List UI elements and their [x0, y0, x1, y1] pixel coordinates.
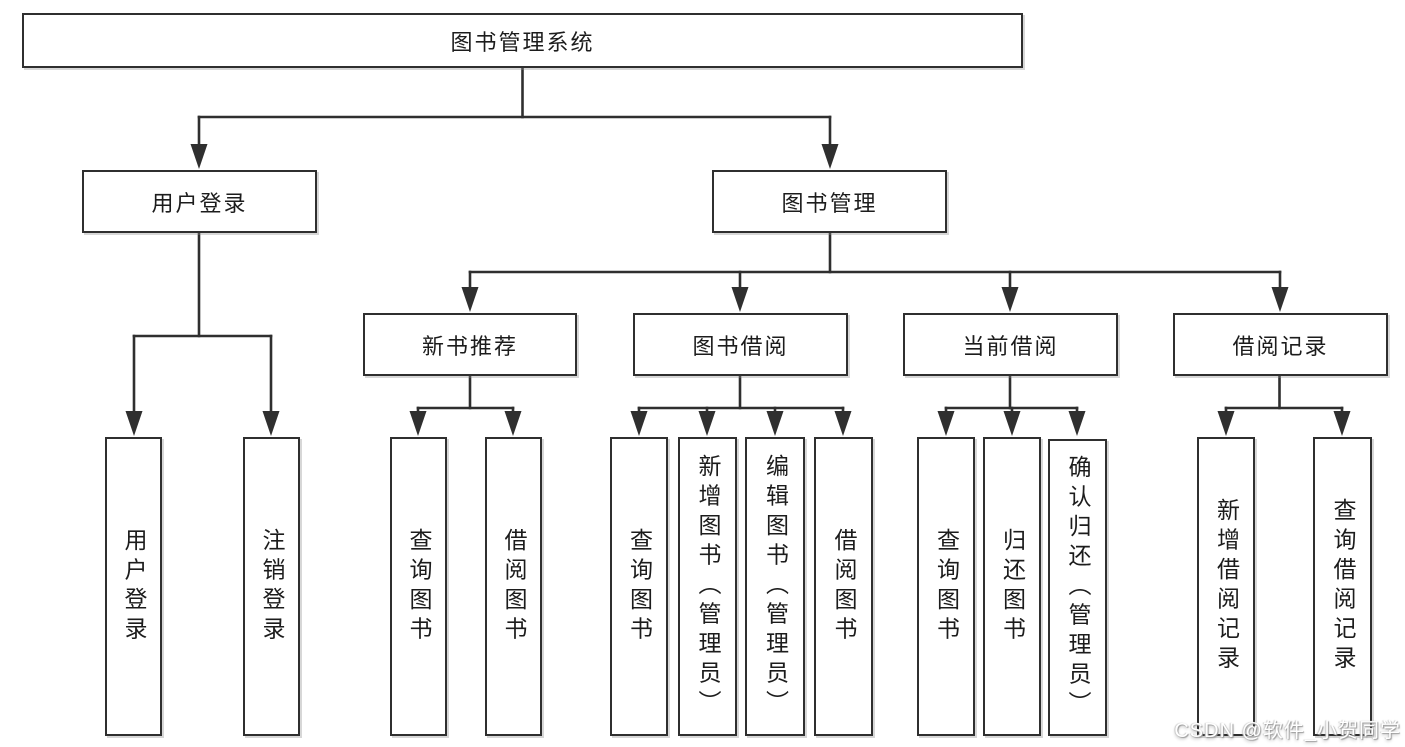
node-book-management: 图书管理	[712, 170, 947, 233]
leaf-current-query-books-label: 查询图书	[933, 527, 960, 646]
node-user-login-label: 用户登录	[151, 190, 248, 216]
leaf-user-login-label: 用户登录	[121, 527, 147, 646]
leaf-recommend-query-books-label: 查询图书	[406, 527, 432, 646]
node-borrowing-records: 借阅记录	[1173, 313, 1388, 376]
leaf-recommend-borrow-books: 借阅图书	[485, 437, 542, 736]
arrowhead-icons	[125, 144, 1351, 436]
node-current-borrowing: 当前借阅	[903, 313, 1118, 376]
leaf-add-borrow-record: 新增借阅记录	[1197, 437, 1255, 736]
node-book-borrowing-label: 图书借阅	[692, 333, 789, 359]
leaf-add-books-admin: 新增图书（管理员）	[678, 437, 737, 736]
leaf-recommend-borrow-books-label: 借阅图书	[501, 527, 527, 646]
leaf-borrowing-query-books: 查询图书	[610, 437, 668, 736]
node-current-borrowing-label: 当前借阅	[962, 333, 1059, 359]
node-user-login: 用户登录	[82, 170, 317, 233]
leaf-edit-books-admin: 编辑图书（管理员）	[745, 437, 805, 736]
leaf-borrow-books: 借阅图书	[814, 437, 873, 736]
leaf-recommend-query-books: 查询图书	[390, 437, 447, 736]
leaf-confirm-return-admin-label: 确认归还（管理员）	[1065, 454, 1091, 721]
node-library-management-system: 图书管理系统	[22, 13, 1023, 68]
csdn-watermark: CSDN @软件_小贺同学	[1174, 720, 1401, 742]
leaf-return-books-label: 归还图书	[999, 527, 1026, 646]
leaf-logout-label: 注销登录	[259, 527, 285, 646]
leaf-edit-books-admin-label: 编辑图书（管理员）	[762, 453, 789, 720]
leaf-query-borrow-record-label: 查询借阅记录	[1330, 498, 1356, 675]
leaf-user-login: 用户登录	[105, 437, 162, 736]
node-borrowing-records-label: 借阅记录	[1232, 333, 1329, 359]
leaf-logout: 注销登录	[243, 437, 300, 736]
leaf-add-borrow-record-label: 新增借阅记录	[1213, 498, 1240, 675]
node-library-management-system-label: 图书管理系统	[450, 29, 595, 55]
node-book-management-label: 图书管理	[781, 190, 878, 216]
leaf-borrowing-query-books-label: 查询图书	[626, 527, 653, 646]
node-new-book-recommend-label: 新书推荐	[421, 333, 518, 359]
leaf-confirm-return-admin: 确认归还（管理员）	[1048, 439, 1107, 736]
leaf-return-books: 归还图书	[983, 437, 1041, 736]
leaf-add-books-admin-label: 新增图书（管理员）	[695, 453, 721, 720]
leaf-borrow-books-label: 借阅图书	[831, 527, 857, 646]
leaf-query-borrow-record: 查询借阅记录	[1313, 437, 1372, 736]
node-new-book-recommend: 新书推荐	[363, 313, 577, 376]
node-book-borrowing: 图书借阅	[633, 313, 848, 376]
leaf-current-query-books: 查询图书	[917, 437, 975, 736]
